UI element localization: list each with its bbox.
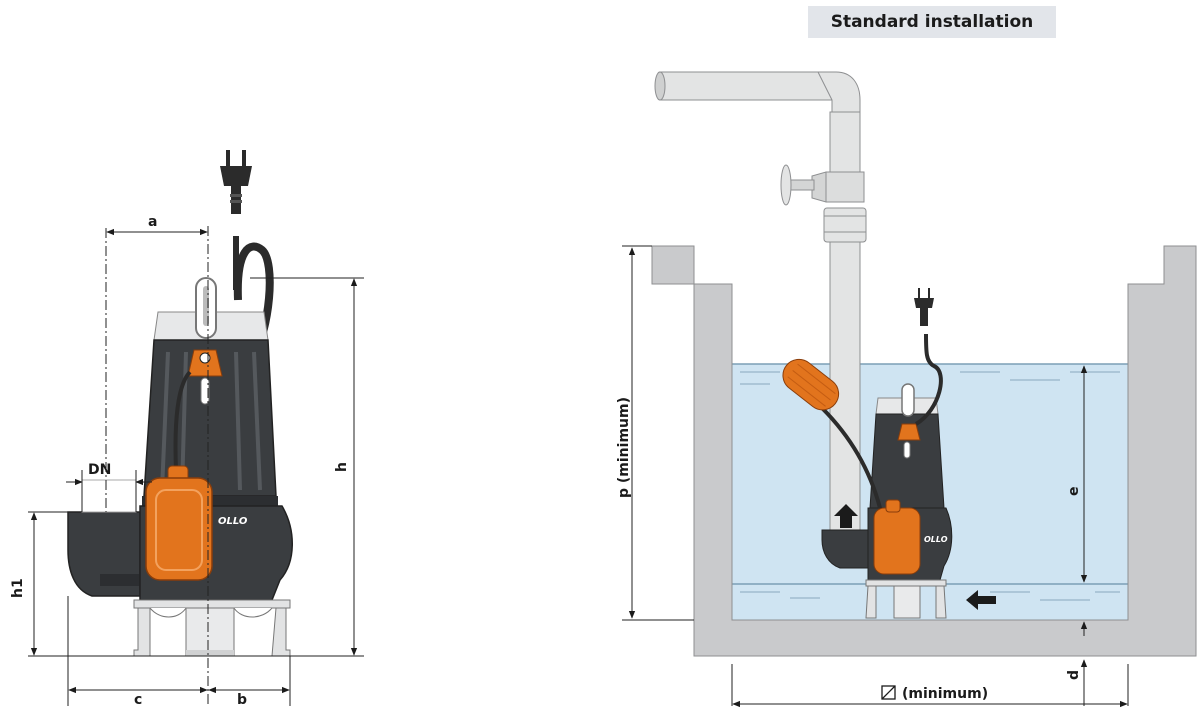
foot-arch-left — [149, 607, 187, 618]
float-panel — [155, 489, 203, 571]
installed-inlet — [893, 585, 921, 619]
check-valve-body — [825, 171, 865, 203]
discharge-port — [81, 479, 137, 513]
installed-foot-right — [935, 585, 947, 619]
inlet-strainer — [185, 607, 235, 657]
sump-walls — [651, 245, 1197, 657]
installed-float-switch — [873, 507, 921, 575]
installed-float-cable — [820, 406, 882, 509]
raised-float-switch — [782, 358, 840, 411]
installation-drawing: OLLO p — [616, 71, 1197, 708]
dimension-h1-label: h1 — [10, 578, 26, 598]
dimension-d-label: d — [1066, 670, 1082, 680]
water-surface-marks — [740, 371, 1120, 601]
installed-base-plate — [865, 579, 947, 587]
brand-mark: OLLO — [218, 516, 248, 527]
installed-float-clamp — [897, 423, 921, 441]
installed-pump-outlet — [821, 529, 881, 569]
dimension-dn-label: DN — [88, 462, 111, 478]
installed-foot-left — [865, 585, 877, 619]
dimension-c-label: c — [134, 692, 142, 708]
float-cable — [173, 370, 192, 471]
installed-float-cap — [885, 499, 901, 513]
flow-up-arrow-icon — [834, 504, 858, 528]
installation-title: Standard installation — [830, 12, 1034, 32]
valve-stem — [789, 179, 815, 191]
base-plate — [133, 599, 291, 609]
dimension-a-label: a — [148, 214, 157, 230]
valve-bonnet — [811, 171, 827, 203]
square-diagonal-icon — [881, 685, 896, 700]
installed-brand-mark: OLLO — [924, 535, 948, 544]
dimension-base-label: (minimum) — [902, 686, 988, 702]
dimension-p-label: p (minimum) — [616, 397, 632, 498]
clamp-stem — [200, 377, 210, 405]
horizontal-pipe — [657, 71, 835, 101]
installed-plug-icon — [914, 288, 934, 326]
dimension-b-label: b — [237, 692, 247, 708]
pipe-open-end — [654, 71, 666, 101]
vertical-pipe-upper — [829, 111, 861, 173]
inlet-rim — [186, 650, 234, 656]
flow-in-arrow-icon — [966, 590, 996, 610]
installed-clamp-stem — [903, 441, 911, 459]
foot-arch-right — [233, 607, 273, 618]
outlet-rib — [100, 574, 140, 586]
dimension-h-label: h — [334, 462, 350, 472]
base-foot-right — [271, 607, 291, 657]
pump-dimension-drawing: OLLO a DN — [10, 150, 364, 708]
power-plug-icon — [220, 150, 252, 290]
installed-power-cable — [914, 333, 943, 426]
installation-title-box: Standard installation — [808, 6, 1056, 38]
pipe-union — [823, 207, 867, 243]
base-foot-left — [133, 607, 151, 657]
installed-pump-handle — [901, 383, 915, 417]
dimension-e-label: e — [1066, 487, 1082, 497]
valve-handwheel-icon — [780, 164, 792, 206]
float-switch — [145, 477, 213, 581]
